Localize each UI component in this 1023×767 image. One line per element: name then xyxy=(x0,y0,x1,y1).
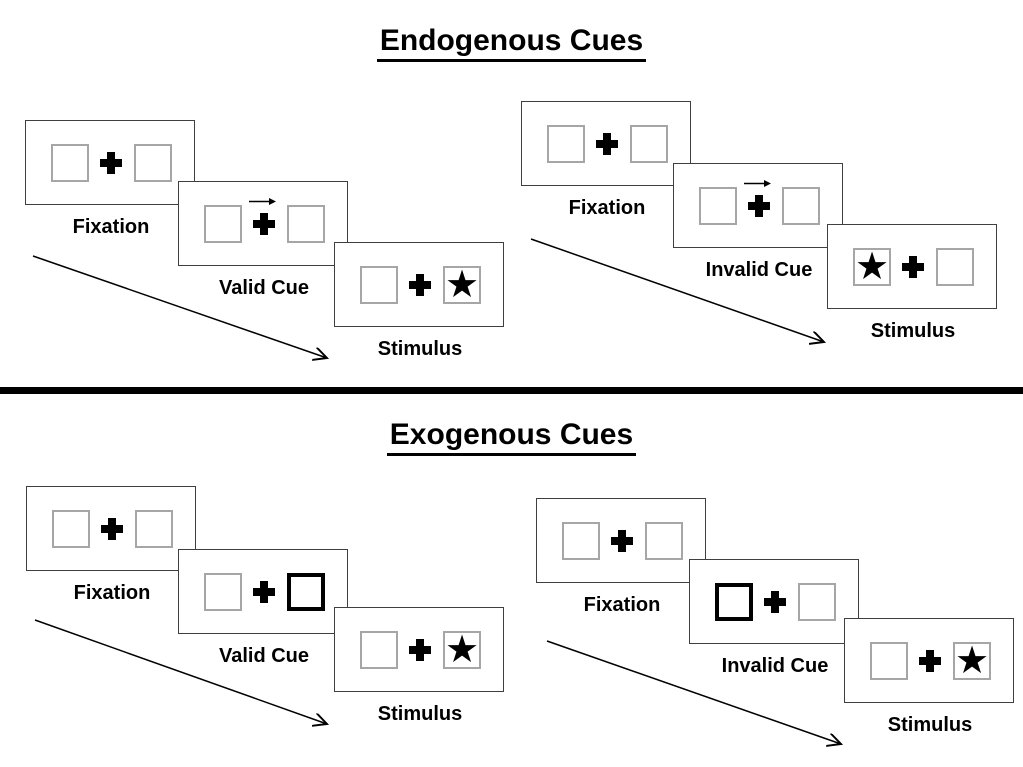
endogenous-invalid-fixation-panel: Fixation xyxy=(521,101,691,219)
section-title-text: Exogenous Cues xyxy=(386,418,637,456)
exogenous-valid-cue-panel: Valid Cue xyxy=(178,549,348,667)
panel-label: Stimulus xyxy=(870,320,956,342)
fixation-cross-icon xyxy=(409,274,431,296)
panel-label: Fixation xyxy=(568,197,646,219)
endogenous-invalid-cue-panel: Invalid Cue xyxy=(673,163,843,281)
right-box xyxy=(936,248,974,286)
left-box xyxy=(360,266,398,304)
right-box xyxy=(135,510,173,548)
fixation-cross-icon xyxy=(764,591,786,613)
panel-label: Fixation xyxy=(583,594,661,616)
timeline-arrow-exogenous-valid xyxy=(34,619,327,724)
left-box xyxy=(562,522,600,560)
right-box-highlight-cue xyxy=(287,573,325,611)
fixation-cross-icon xyxy=(101,518,123,540)
exogenous-section-title: Exogenous Cues xyxy=(0,418,1023,456)
fixation-cross-icon xyxy=(748,195,770,217)
right-box xyxy=(798,583,836,621)
panel-label: Fixation xyxy=(73,582,151,604)
exogenous-invalid-stimulus-panel: ★ Stimulus xyxy=(844,618,1014,736)
left-box xyxy=(360,631,398,669)
timeline-arrow-endogenous-invalid xyxy=(530,238,824,342)
endogenous-valid-cue-panel: Valid Cue xyxy=(178,181,348,299)
central-cue-arrow-right-icon xyxy=(249,198,276,205)
panel-label: Stimulus xyxy=(377,338,463,360)
section-title-text: Endogenous Cues xyxy=(376,24,647,62)
right-box xyxy=(630,125,668,163)
right-box xyxy=(782,187,820,225)
endogenous-valid-fixation-panel: Fixation xyxy=(25,120,195,238)
endogenous-valid-stimulus-panel: ★ Stimulus xyxy=(334,242,504,360)
fixation-cross-icon xyxy=(253,213,275,235)
right-box-with-target: ★ xyxy=(953,637,991,682)
exogenous-valid-stimulus-panel: ★ Stimulus xyxy=(334,607,504,725)
left-box-with-target: ★ xyxy=(853,243,891,288)
star-target-icon: ★ xyxy=(954,637,990,682)
star-target-icon: ★ xyxy=(444,261,480,306)
star-target-icon: ★ xyxy=(444,626,480,671)
fixation-cross-icon xyxy=(409,639,431,661)
left-box xyxy=(204,205,242,243)
left-box xyxy=(52,510,90,548)
panel-label: Stimulus xyxy=(887,714,973,736)
fixation-cross-icon xyxy=(100,152,122,174)
left-box xyxy=(51,144,89,182)
left-box xyxy=(870,642,908,680)
left-box xyxy=(547,125,585,163)
right-box-with-target: ★ xyxy=(443,261,481,306)
endogenous-invalid-stimulus-panel: ★ Stimulus xyxy=(827,224,997,342)
fixation-cross-icon xyxy=(919,650,941,672)
left-box-highlight-cue xyxy=(715,583,753,621)
right-box xyxy=(287,205,325,243)
central-cue-arrow-right-icon xyxy=(744,180,771,187)
timeline-arrow-endogenous-valid xyxy=(32,255,327,358)
fixation-cross-icon xyxy=(253,581,275,603)
fixation-cross-icon xyxy=(611,530,633,552)
endogenous-section-title: Endogenous Cues xyxy=(0,24,1023,62)
right-box xyxy=(134,144,172,182)
right-box xyxy=(645,522,683,560)
exogenous-invalid-fixation-panel: Fixation xyxy=(536,498,706,616)
exogenous-valid-fixation-panel: Fixation xyxy=(26,486,196,604)
exogenous-invalid-cue-panel: Invalid Cue xyxy=(689,559,859,677)
fixation-cross-icon xyxy=(596,133,618,155)
panel-label: Stimulus xyxy=(377,703,463,725)
section-divider xyxy=(0,387,1023,394)
right-box-with-target: ★ xyxy=(443,626,481,671)
left-box xyxy=(699,187,737,225)
left-box xyxy=(204,573,242,611)
panel-label: Fixation xyxy=(72,216,150,238)
fixation-cross-icon xyxy=(902,256,924,278)
star-target-icon: ★ xyxy=(854,243,890,288)
